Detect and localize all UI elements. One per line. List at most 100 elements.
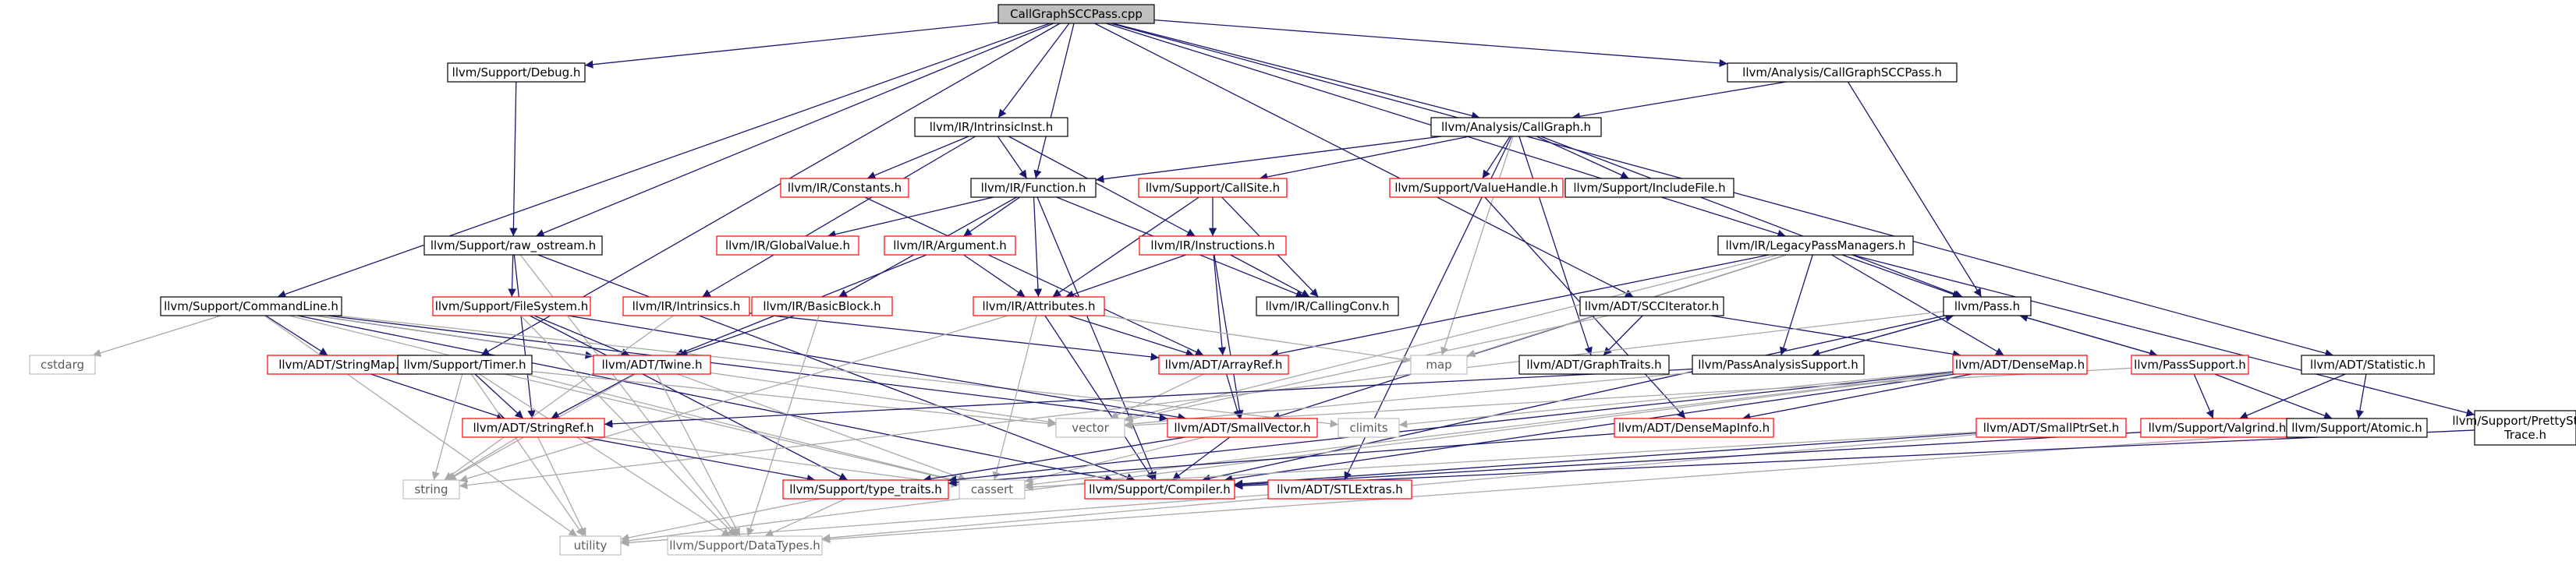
edge-densemap-to-climits [1398,370,1954,429]
node-box-intrinsics [622,296,750,316]
node-argument[interactable]: llvm/IR/Argument.h [884,235,1016,256]
node-stlextras[interactable]: llvm/ADT/STLExtras.h [1267,479,1412,500]
node-label-cgsccpass: llvm/Analysis/CallGraphSCCPass.h [1742,65,1942,79]
node-box-datatypes [667,535,823,556]
node-atomic[interactable]: llvm/Support/Atomic.h [2286,418,2428,438]
node-box-timer [397,355,533,375]
node-prettystack[interactable]: llvm/Support/PrettyStackTrace.h [2452,410,2576,446]
node-function[interactable]: llvm/IR/Function.h [970,178,1097,198]
edge-attributes-to-map [1102,315,1412,364]
edge-commandline-to-cstdarg [92,315,221,357]
node-label-utility: utility [574,539,608,553]
node-label-cstdarg: cstdarg [41,358,84,372]
edge-timer-to-utility [470,373,585,537]
node-intrinsics[interactable]: llvm/IR/Intrinsics.h [622,296,750,316]
node-graphtraits[interactable]: llvm/ADT/GraphTraits.h [1518,355,1670,375]
edge-sccit-to-graphtraits [1603,315,1643,356]
node-includefile[interactable]: llvm/Support/IncludeFile.h [1564,178,1734,198]
edge-callgraph-to-pass [1540,136,1963,298]
node-commandline[interactable]: llvm/Support/CommandLine.h [160,296,342,316]
edge-stringref-to-cassert [603,436,960,489]
edge-instructions-to-arrayref [1213,254,1227,356]
node-label-intrinsicinst: llvm/IR/IntrinsicInst.h [930,120,1054,134]
node-compiler[interactable]: llvm/Support/Compiler.h [1084,479,1235,500]
node-arrayref[interactable]: llvm/ADT/ArrayRef.h [1158,355,1289,375]
edge-pass-to-string [459,310,1944,489]
edge-passsupport-to-vector [1124,367,2132,430]
node-valuehandle[interactable]: llvm/Support/ValueHandle.h [1389,178,1564,198]
node-climits: climits [1338,418,1400,438]
node-box-statistic [2301,355,2435,375]
node-box-globalvalue [716,235,859,256]
node-box-twine [593,355,711,375]
node-label-legacypm: llvm/IR/LegacyPassManagers.h [1726,238,1906,252]
node-label-callsite: llvm/Support/CallSite.h [1146,181,1280,195]
node-box-legacypm [1717,235,1914,256]
edge-timer-to-cassert [504,373,960,484]
node-statistic[interactable]: llvm/ADT/Statistic.h [2301,355,2435,375]
node-cgsccpass[interactable]: llvm/Analysis/CallGraphSCCPass.h [1727,62,1958,83]
node-label-instructions: llvm/IR/Instructions.h [1150,238,1274,252]
edge-timer-to-vector [531,371,1057,428]
edge-commandline-to-cassert [289,315,960,484]
node-box-stlextras [1267,479,1412,500]
node-basicblock[interactable]: llvm/IR/BasicBlock.h [751,296,893,316]
node-rawostream[interactable]: llvm/Support/raw_ostream.h [423,235,603,256]
node-string: string [402,479,460,500]
node-smallvector[interactable]: llvm/ADT/SmallVector.h [1167,418,1318,438]
node-timer[interactable]: llvm/Support/Timer.h [397,355,533,375]
node-densemapinfo[interactable]: llvm/ADT/DenseMapInfo.h [1614,418,1774,438]
node-pas[interactable]: llvm/PassAnalysisSupport.h [1692,355,1865,375]
edge-intrinsics-to-string [444,315,674,481]
node-label-rawostream: llvm/Support/raw_ostream.h [431,238,596,253]
edge-filesystem-to-typetraits [529,315,849,481]
node-sccit[interactable]: llvm/ADT/SCCIterator.h [1579,296,1724,316]
node-attributes[interactable]: llvm/IR/Attributes.h [973,296,1105,316]
node-label-callingconv: llvm/IR/CallingConv.h [1265,299,1389,313]
node-label-valuehandle: llvm/Support/ValueHandle.h [1394,181,1558,195]
edge-smallptrset-to-cassert [1024,431,1977,492]
node-stringref[interactable]: llvm/ADT/StringRef.h [462,418,605,438]
node-globalvalue[interactable]: llvm/IR/GlobalValue.h [716,235,859,256]
node-callingconv[interactable]: llvm/IR/CallingConv.h [1256,296,1399,316]
node-box-cgsccpass [1727,62,1958,83]
node-box-valuehandle [1389,178,1564,198]
edge-instructions-to-smallvector [1214,254,1244,419]
node-typetraits[interactable]: llvm/Support/type_traits.h [782,479,949,500]
edge-prettystack-to-compiler [1234,429,2475,490]
edge-typetraits-to-datatypes [764,498,846,537]
node-constants[interactable]: llvm/IR/Constants.h [780,178,909,198]
edge-attributes-to-arrayref [1068,315,1195,357]
node-box-stringref [462,418,605,438]
edge-constants-to-arrayref [864,196,1204,356]
edge-root-to-cgsccpass [1153,19,1728,68]
node-pass[interactable]: llvm/Pass.h [1943,296,2032,316]
edge-filesystem-to-twine [533,315,630,356]
edge-instructions-to-attributes [1065,254,1186,298]
node-box-typetraits [782,479,949,500]
edge-densemap-to-typetraits [948,371,1954,484]
edge-callgraph-to-graphtraits [1518,136,1593,356]
edge-legacypm-to-prettystack [1851,254,2475,417]
node-box-argument [884,235,1016,256]
node-filesystem[interactable]: llvm/Support/FileSystem.h [432,296,591,316]
node-densemap[interactable]: llvm/ADT/DenseMap.h [1952,355,2088,375]
node-instructions[interactable]: llvm/IR/Instructions.h [1139,235,1287,256]
node-legacypm[interactable]: llvm/IR/LegacyPassManagers.h [1717,235,1914,256]
edge-basicblock-to-twine [679,315,795,357]
node-callsite[interactable]: llvm/Support/CallSite.h [1138,178,1288,198]
edge-root-to-intrinsicinst [997,23,1070,118]
edge-function-to-argument [962,196,1021,237]
node-valgrind[interactable]: llvm/Support/Valgrind.h [2140,418,2294,438]
node-passsupport[interactable]: llvm/PassSupport.h [2131,355,2249,375]
node-twine[interactable]: llvm/ADT/Twine.h [593,355,711,375]
node-intrinsicinst[interactable]: llvm/IR/IntrinsicInst.h [914,117,1068,137]
node-smallptrset[interactable]: llvm/ADT/SmallPtrSet.h [1975,418,2127,438]
node-box-includefile [1564,178,1734,198]
node-debug[interactable]: llvm/Support/Debug.h [447,62,586,83]
edge-densemapinfo-to-typetraits [948,433,1615,487]
node-stringmap[interactable]: llvm/ADT/StringMap.h [267,355,418,375]
node-callgraph[interactable]: llvm/Analysis/CallGraph.h [1430,117,1602,137]
edge-stringref-to-utility [537,436,586,537]
edge-attributes-to-string [459,315,1008,483]
